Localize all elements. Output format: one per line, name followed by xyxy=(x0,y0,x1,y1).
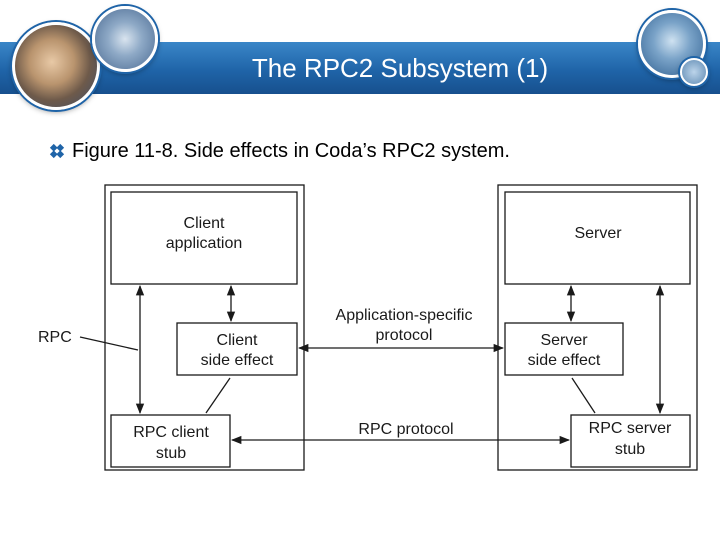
client-application-line2: application xyxy=(166,235,243,252)
rpc-client-stub-line2: stub xyxy=(156,445,186,462)
decorative-circle xyxy=(680,58,708,86)
office-photo xyxy=(92,6,158,72)
server-machine-box xyxy=(497,184,698,471)
figure-caption: Figure 11-8. Side effects in Coda’s RPC2… xyxy=(72,140,510,162)
app-protocol-line2: protocol xyxy=(376,327,433,344)
server-box xyxy=(504,191,691,285)
client-side-effect-box xyxy=(176,322,298,376)
client-machine-box xyxy=(104,184,305,471)
rpc-server-stub-line1: RPC server xyxy=(589,420,672,437)
figure-background xyxy=(37,184,700,476)
client-side-effect-line1: Client xyxy=(217,332,258,349)
client-side-effect-line2: side effect xyxy=(201,352,274,369)
server-side-effect-line2: side effect xyxy=(528,352,601,369)
app-protocol-line1: Application-specific xyxy=(336,307,473,324)
server-label: Server xyxy=(574,225,622,242)
rpc-server-stub-line2: stub xyxy=(615,441,645,458)
client-application-box xyxy=(110,191,298,285)
rpc-server-stub-box xyxy=(570,414,691,468)
server-side-effect-line1: Server xyxy=(540,332,588,349)
client-application-line1: Client xyxy=(184,215,225,232)
server-side-effect-box xyxy=(504,322,624,376)
rpc-pointer-line xyxy=(79,336,139,351)
rpc-label: RPC xyxy=(38,329,72,346)
rpc-client-stub-line1: RPC client xyxy=(133,424,209,441)
slide-title: The RPC2 Subsystem (1) xyxy=(251,53,549,83)
rpc-protocol-label: RPC protocol xyxy=(358,421,453,438)
client-stub-sideeffect-link xyxy=(205,377,231,414)
business-people-photo xyxy=(12,22,100,110)
diamond-bullet-icon xyxy=(49,143,65,159)
rpc-client-stub-box xyxy=(110,414,231,468)
server-stub-sideeffect-link xyxy=(571,377,596,414)
